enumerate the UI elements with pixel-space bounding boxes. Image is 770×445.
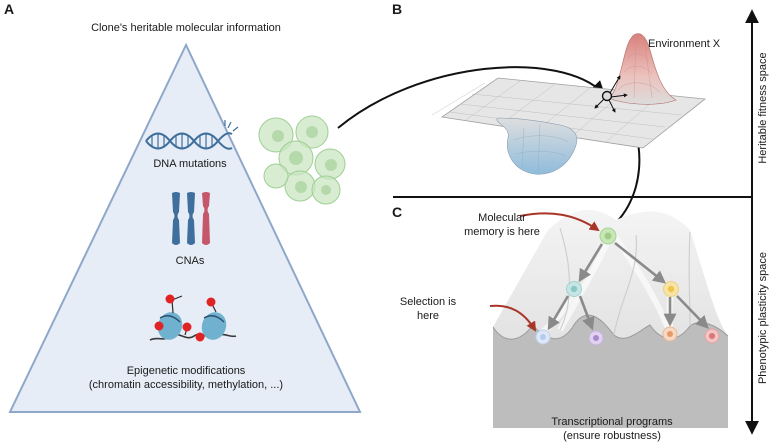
epigenetic-label: Epigenetic modifications — [127, 365, 246, 377]
intermediate-cell-left — [566, 281, 582, 297]
panel-c-label: C — [392, 204, 402, 220]
selection-pointer-arrow — [489, 304, 537, 332]
molecular-information-triangle — [8, 42, 362, 413]
position-marker — [594, 75, 628, 113]
lineage-arrows — [547, 241, 709, 331]
panel-b-label: B — [392, 1, 402, 17]
terminal-cell-orange — [662, 326, 678, 342]
dna-helix-icon — [145, 120, 239, 150]
waddington-landscape — [492, 209, 729, 428]
cell-clone-cluster — [258, 115, 346, 205]
terminal-cell-red — [704, 328, 720, 344]
progenitor-cell — [599, 227, 617, 245]
environment-label: Environment X — [648, 38, 721, 50]
epigenetic-sublabel: (chromatin accessibility, methylation, .… — [89, 379, 283, 391]
fitness-landscape-surface — [431, 33, 707, 175]
intermediate-cell-right — [663, 281, 679, 297]
robustness-label: (ensure robustness) — [563, 430, 661, 442]
cnas-label: CNAs — [176, 255, 205, 267]
transcriptional-programs-label: Transcriptional programs — [551, 416, 673, 428]
selection-label-line1: Selection is — [400, 296, 457, 308]
heritable-axis-label: Heritable fitness space — [757, 52, 769, 163]
clone-to-landscape-arrow — [337, 66, 605, 129]
panel-a-title: Clone's heritable molecular information — [91, 22, 281, 34]
chromosome-icon — [172, 192, 210, 245]
terminal-cell-purple — [588, 330, 604, 346]
memory-label-line2: memory is here — [464, 226, 540, 238]
plasticity-axis-label: Phenotypic plasticity space — [757, 252, 769, 384]
panel-a-label: A — [4, 1, 14, 17]
memory-pointer-arrow — [519, 212, 600, 232]
terminal-cell-blue — [535, 329, 551, 345]
memory-label-line1: Molecular — [478, 212, 526, 224]
selection-label-line2: here — [417, 310, 439, 322]
nucleosome-icon — [149, 294, 237, 342]
dna-mutations-label: DNA mutations — [153, 158, 227, 170]
